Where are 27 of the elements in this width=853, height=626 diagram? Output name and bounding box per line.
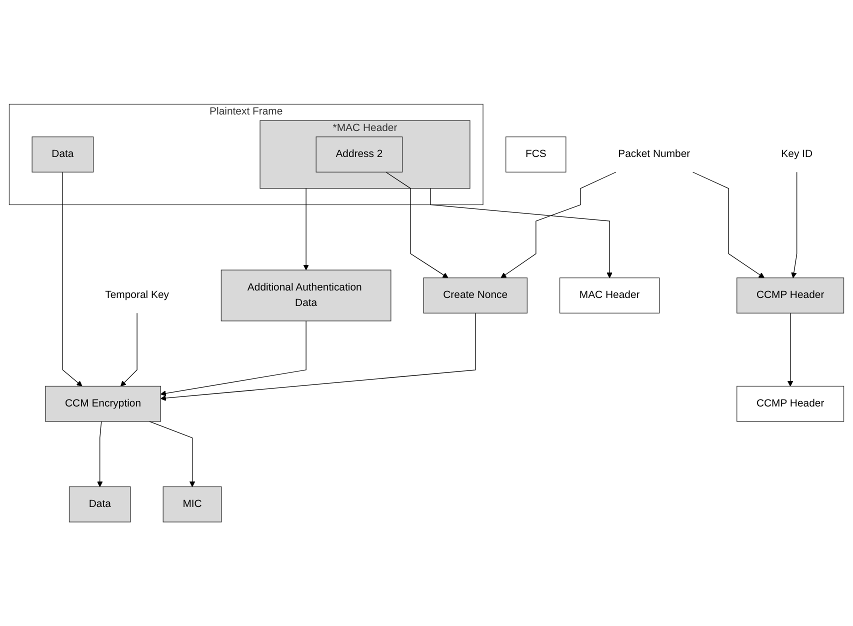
node-text: Key ID	[781, 148, 813, 160]
arrow	[500, 172, 616, 278]
arrow	[430, 188, 612, 278]
arrow	[160, 320, 306, 396]
arrow	[62, 172, 82, 386]
arrow	[160, 312, 476, 401]
node-box: CCM Encryption	[45, 386, 161, 422]
arrow	[120, 312, 138, 386]
node-box: CCMP Header	[736, 277, 844, 314]
arrow	[787, 312, 794, 386]
node-box: Data	[32, 136, 94, 172]
arrow	[692, 172, 765, 278]
arrow	[386, 172, 448, 278]
arrow	[149, 421, 196, 487]
node-box: FCS	[506, 136, 566, 172]
arrow	[791, 172, 798, 278]
node-text: Packet Number	[618, 148, 690, 160]
node-box: Address 2	[316, 136, 403, 172]
node-text: Temporal Key	[105, 290, 169, 301]
arrow	[97, 421, 103, 487]
node-box: Data	[68, 486, 131, 522]
node-box: MIC	[162, 486, 222, 522]
arrow	[303, 188, 309, 270]
node-box: CCMP Header	[736, 386, 844, 422]
node-box: Additional Authentication Data	[220, 270, 392, 322]
node-box: MAC Header	[559, 277, 660, 314]
node-box: Create Nonce	[423, 277, 528, 314]
